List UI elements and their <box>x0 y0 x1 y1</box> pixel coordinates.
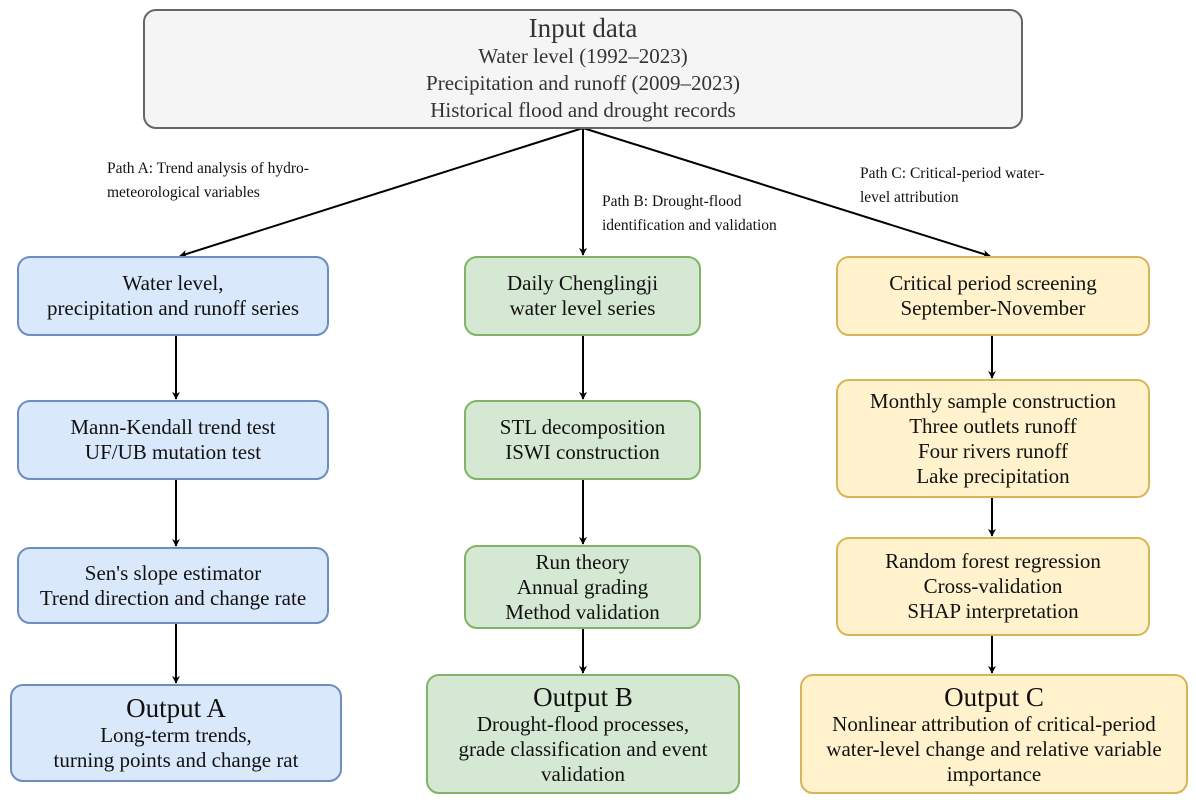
output-a-box: Output A Long-term trends, turning point… <box>10 684 342 782</box>
output-a-title: Output A <box>126 693 226 723</box>
input-data-box: Input data Water level (1992–2023) Preci… <box>143 9 1023 129</box>
output-b-title: Output B <box>533 681 633 712</box>
b-step1-box: Daily Chenglingji water level series <box>464 256 701 336</box>
input-line: Precipitation and runoff (2009–2023) <box>426 71 740 95</box>
c-step1-box: Critical period screening September-Nove… <box>836 256 1150 336</box>
arrow-input-to-path-a <box>179 127 584 258</box>
path-c-label: Path C: Critical-period water- level att… <box>860 165 1045 206</box>
c-step3-box: Random forest regression Cross-validatio… <box>836 537 1150 636</box>
b-step2-box: STL decomposition ISWI construction <box>464 400 701 480</box>
a-step1-box: Water level, precipitation and runoff se… <box>17 256 329 336</box>
arrow-input-to-path-c <box>582 127 991 258</box>
output-b-box: Output B Drought-flood processes, grade … <box>426 674 740 794</box>
c-step2-box: Monthly sample construction Three outlet… <box>836 379 1150 498</box>
a-step2-box: Mann-Kendall trend test UF/UB mutation t… <box>17 400 329 480</box>
input-line: Water level (1992–2023) <box>478 44 688 68</box>
input-line: Historical flood and drought records <box>430 98 736 122</box>
input-title: Input data <box>528 13 638 43</box>
b-step3-box: Run theory Annual grading Method validat… <box>464 545 701 629</box>
path-a-label: Path A: Trend analysis of hydro- meteoro… <box>107 160 309 201</box>
output-c-box: Output C Nonlinear attribution of critic… <box>800 674 1188 794</box>
a-step3-box: Sen's slope estimator Trend direction an… <box>17 547 329 624</box>
path-b-label: Path B: Drought-flood identification and… <box>602 193 777 234</box>
output-c-title: Output C <box>944 681 1044 712</box>
